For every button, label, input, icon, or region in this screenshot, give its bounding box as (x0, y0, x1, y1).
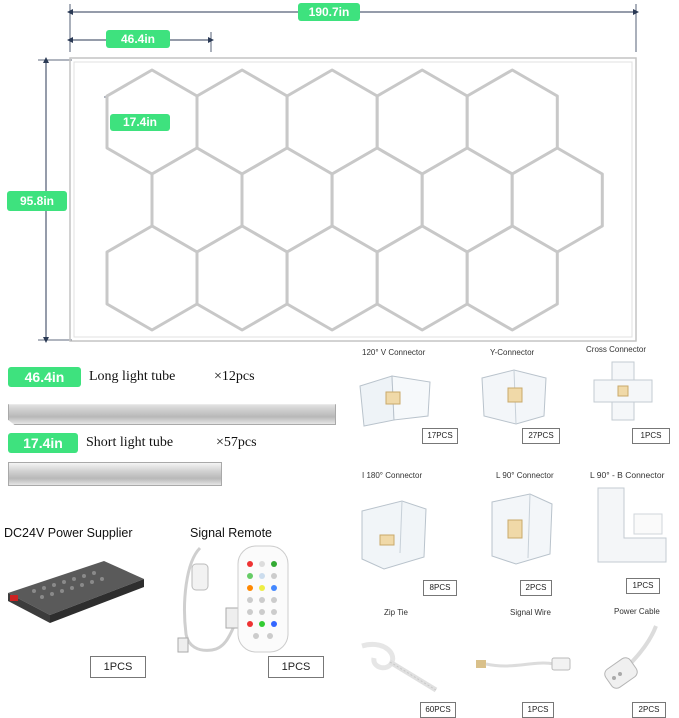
tube-height-badge: 17.4in (110, 114, 170, 131)
power-cable-label: Power Cable (614, 607, 660, 616)
power-supply-qty: 1PCS (90, 656, 146, 678)
short-light-tube (8, 462, 222, 486)
tube-width-badge: 46.4in (106, 30, 170, 48)
short-tube-count: ×57pcs (216, 435, 257, 450)
cross-connector-label: Cross Connector (586, 345, 647, 354)
short-tube-badge: 17.4in (8, 433, 78, 453)
cross-connector-image (593, 361, 653, 421)
remote-qty: 1PCS (268, 656, 324, 678)
short-tube-label: Short light tube (86, 435, 174, 450)
lb-connector-qty: 1PCS (626, 578, 660, 594)
y-connector-label: Y-Connector (490, 348, 535, 357)
v-connector-label: 120° V Connector (362, 348, 426, 357)
v-connector-image (359, 375, 431, 427)
signal-wire-image (476, 657, 571, 671)
power-cable-qty: 2PCS (632, 702, 666, 718)
total-height-badge: 95.8in (7, 191, 67, 211)
zip-tie-qty: 60PCS (420, 702, 456, 718)
signal-remote-image (177, 545, 289, 653)
long-light-tube (8, 399, 336, 425)
hex-grid-diagram (38, 4, 639, 343)
power-supply-image (8, 561, 144, 623)
remote-label: Signal Remote (190, 526, 272, 540)
y-connector-image (481, 369, 547, 425)
outer-frame (69, 57, 637, 342)
power-supply-label: DC24V Power Supplier (4, 526, 133, 540)
y-connector-qty: 27PCS (522, 428, 560, 444)
signal-wire-qty: 1PCS (522, 702, 554, 718)
zip-tie-image (361, 642, 438, 693)
long-tube-badge: 46.4in (8, 367, 81, 387)
v-connector-qty: 17PCS (422, 428, 458, 444)
long-tube-label: Long light tube (89, 369, 176, 384)
total-width-badge: 190.7in (298, 3, 360, 21)
hex-cell (465, 224, 559, 332)
power-cable-image (604, 625, 658, 689)
l-connector-label: L 90° Connector (496, 471, 554, 480)
l-connector-qty: 2PCS (520, 580, 552, 596)
long-tube-count: ×12pcs (214, 369, 255, 384)
zip-tie-label: Zip Tie (384, 608, 409, 617)
lb-connector-image (597, 487, 667, 563)
i-connector-image (361, 500, 427, 570)
l-connector-image (491, 493, 553, 565)
cross-connector-qty: 1PCS (632, 428, 670, 444)
signal-wire-label: Signal Wire (510, 608, 551, 617)
i-connector-qty: 8PCS (423, 580, 457, 596)
i-connector-label: I 180° Connector (362, 471, 423, 480)
lb-connector-label: L 90° - B Connector (590, 470, 665, 480)
